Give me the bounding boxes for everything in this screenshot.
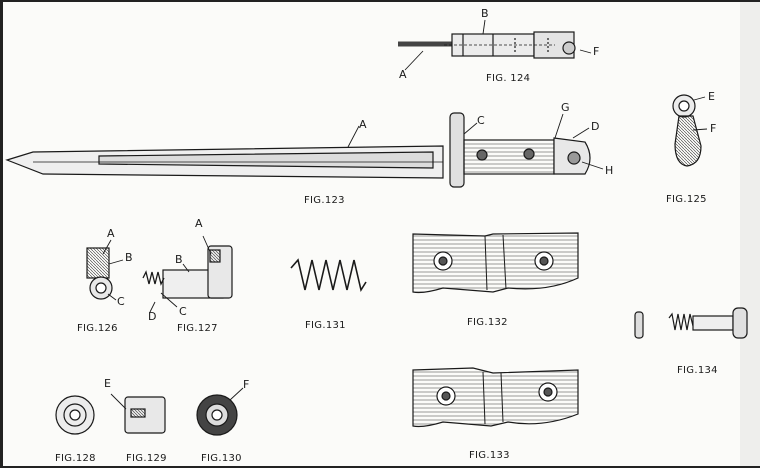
fig125-drawing bbox=[672, 94, 708, 167]
fig130-drawing bbox=[196, 387, 244, 436]
fig124-drawing bbox=[398, 19, 592, 71]
fig131-caption: FIG.131 bbox=[305, 320, 346, 331]
fig130-caption: FIG.130 bbox=[201, 453, 242, 464]
fig124-callout-b: B bbox=[481, 7, 490, 20]
fig123-callout-d: D bbox=[591, 120, 600, 133]
fig123-drawing bbox=[5, 112, 604, 188]
fig133-caption: FIG.133 bbox=[469, 450, 510, 461]
fig124-callout-f: F bbox=[593, 45, 600, 58]
fig126-caption: FIG.126 bbox=[77, 323, 118, 334]
fig129-drawing bbox=[110, 393, 166, 434]
fig123-callout-a: A bbox=[359, 118, 368, 131]
fig127-caption: FIG.127 bbox=[177, 323, 218, 334]
fig125-callout-e: E bbox=[708, 90, 716, 103]
fig130-callout-f: F bbox=[243, 378, 250, 391]
fig123-callout-h: H bbox=[605, 164, 614, 177]
fig126-callout-c: C bbox=[117, 295, 126, 308]
fig126-drawing bbox=[86, 239, 124, 301]
fig127-callout-b: B bbox=[175, 253, 184, 266]
fig129-caption: FIG.129 bbox=[126, 453, 167, 464]
technical-drawing bbox=[5, 19, 748, 436]
fig128-callout-e: E bbox=[104, 377, 112, 390]
fig123-callout-c: C bbox=[477, 114, 486, 127]
fig125-callout-f: F bbox=[710, 122, 717, 135]
fig127-drawing bbox=[142, 235, 233, 313]
fig127-callout-a: A bbox=[195, 217, 204, 230]
fig125-caption: FIG.125 bbox=[666, 194, 707, 205]
fig123-callout-g: G bbox=[561, 101, 571, 114]
fig132-caption: FIG.132 bbox=[467, 317, 508, 328]
fig126-callout-b: B bbox=[125, 251, 134, 264]
fig128-drawing bbox=[55, 395, 95, 435]
fig128-caption: FIG.128 bbox=[55, 453, 96, 464]
fig134-drawing bbox=[634, 307, 748, 339]
fig127-callout-c: C bbox=[179, 305, 188, 318]
fig126-callout-a: A bbox=[107, 227, 116, 240]
fig134-caption: FIG.134 bbox=[677, 365, 718, 376]
fig127-callout-d: D bbox=[148, 310, 157, 323]
fig124-caption: FIG. 124 bbox=[486, 73, 531, 84]
fig132-drawing bbox=[412, 232, 579, 294]
fig131-drawing bbox=[290, 258, 367, 293]
scan-edge bbox=[740, 2, 760, 466]
fig124-callout-a: A bbox=[399, 68, 408, 81]
fig133-drawing bbox=[412, 367, 579, 428]
fig123-caption: FIG.123 bbox=[304, 195, 345, 206]
